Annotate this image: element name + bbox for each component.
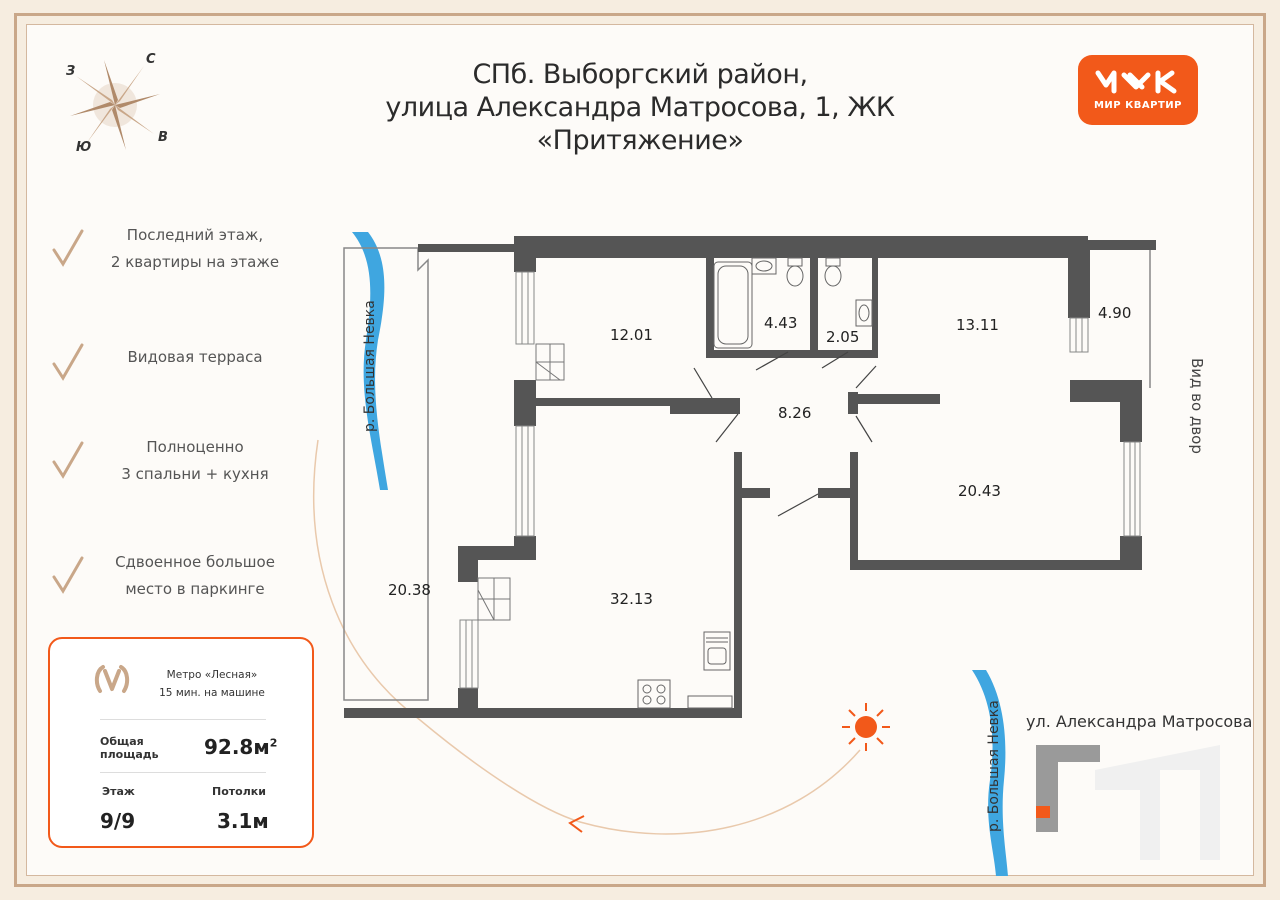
compass-west-label: З xyxy=(66,64,76,79)
sun-path xyxy=(312,439,861,835)
metro-icon xyxy=(94,665,130,693)
sun-icon xyxy=(842,703,890,751)
page-title: СПб. Выборгский район, улица Александра … xyxy=(300,58,980,157)
walls xyxy=(344,236,1156,718)
feature-text: Сдвоенное большое место в паркинге xyxy=(105,549,285,603)
sink-icon xyxy=(855,299,873,327)
kitchen-fixtures xyxy=(637,631,733,709)
toilet-icon xyxy=(825,257,841,267)
room-area-label: 4.90 xyxy=(1098,304,1131,322)
terrace-outline xyxy=(343,247,429,701)
brand-logo-icon xyxy=(1095,70,1177,94)
feature-line: 3 спальни + кухня xyxy=(121,465,269,483)
feature-line: Полноценно xyxy=(146,438,244,456)
check-icon xyxy=(52,229,84,267)
bathroom-fixtures xyxy=(713,257,873,349)
room-area-label: 2.05 xyxy=(826,328,859,346)
feature-line: Видовая терраса xyxy=(127,348,263,366)
floor-value: 9/9 xyxy=(100,809,136,833)
windows xyxy=(459,271,1141,689)
sink-icon xyxy=(751,257,777,275)
divider xyxy=(100,719,266,720)
area-unit: 2 xyxy=(269,736,278,750)
feature-text: Видовая терраса xyxy=(105,344,285,371)
terrace-doors xyxy=(477,343,565,621)
compass-rose: С З В Ю xyxy=(60,50,170,160)
feature-line: 2 квартиры на этаже xyxy=(110,253,280,271)
area-value-text: 92.8м xyxy=(204,735,270,759)
brand-logo: МИР КВАРТИР xyxy=(1078,55,1198,125)
river-left xyxy=(352,232,388,490)
metro-travel-time: 15 мин. на машине xyxy=(159,687,265,699)
kitchen-sink-icon xyxy=(703,631,731,671)
check-icon xyxy=(52,343,84,381)
door-swings xyxy=(693,351,877,517)
check-icon xyxy=(52,441,84,479)
title-line-2: улица Александра Матросова, 1, ЖК «Притя… xyxy=(385,92,895,156)
feature-text: Последний этаж, 2 квартиры на этаже xyxy=(105,222,285,276)
room-area-label: 12.01 xyxy=(610,326,653,344)
moon-icon xyxy=(301,406,322,447)
outer-frame xyxy=(14,13,1266,887)
feature-text: Полноценно 3 спальни + кухня xyxy=(105,434,285,488)
metro-station: Метро «Лесная» xyxy=(166,669,258,681)
room-area-label: 8.26 xyxy=(778,404,811,422)
room-area-label: 32.13 xyxy=(610,590,653,608)
river-right-label: р. Большая Невка xyxy=(986,700,1002,832)
area-label-line: площадь xyxy=(100,748,159,761)
area-label: Общая площадь xyxy=(100,735,159,761)
room-area-label: 4.43 xyxy=(764,314,797,332)
stove-icon xyxy=(637,679,671,709)
info-card: Метро «Лесная» 15 мин. на машине Общая п… xyxy=(48,637,314,848)
room-area-label: 20.43 xyxy=(958,482,1001,500)
feature-line: Сдвоенное большое xyxy=(115,553,275,571)
room-area-label: 13.11 xyxy=(956,316,999,334)
room-area-label: 20.38 xyxy=(388,581,431,599)
yard-view-label: Вид во двор xyxy=(1188,358,1206,454)
apartment-marker xyxy=(1036,806,1050,818)
area-label-line: Общая xyxy=(100,735,144,748)
compass-south-label: Ю xyxy=(76,140,92,155)
feature-line: место в паркинге xyxy=(125,580,265,598)
compass-north-label: С xyxy=(146,52,156,67)
toilet-icon xyxy=(787,257,803,267)
floor-label: Этаж xyxy=(102,785,135,798)
river-right xyxy=(972,670,1008,876)
feature-line: Последний этаж, xyxy=(126,226,264,244)
area-value: 92.8м2 xyxy=(204,735,277,759)
street-label: ул. Александра Матросова xyxy=(1026,712,1253,731)
metro-info: Метро «Лесная» 15 мин. на машине xyxy=(142,666,282,702)
ceiling-value: 3.1м xyxy=(217,809,269,833)
bathtub-icon xyxy=(713,261,753,349)
check-icon xyxy=(52,556,84,594)
ceiling-label: Потолки xyxy=(212,785,266,798)
compass-east-label: В xyxy=(158,130,168,145)
river-left-label: р. Большая Невка xyxy=(362,300,378,432)
brand-logo-text: МИР КВАРТИР xyxy=(1093,100,1182,111)
compass-icon xyxy=(70,60,160,150)
divider xyxy=(100,772,266,773)
sun-path-arrow-icon xyxy=(568,815,585,833)
title-line-1: СПб. Выборгский район, xyxy=(472,59,808,90)
building-mini-map xyxy=(1036,745,1220,860)
